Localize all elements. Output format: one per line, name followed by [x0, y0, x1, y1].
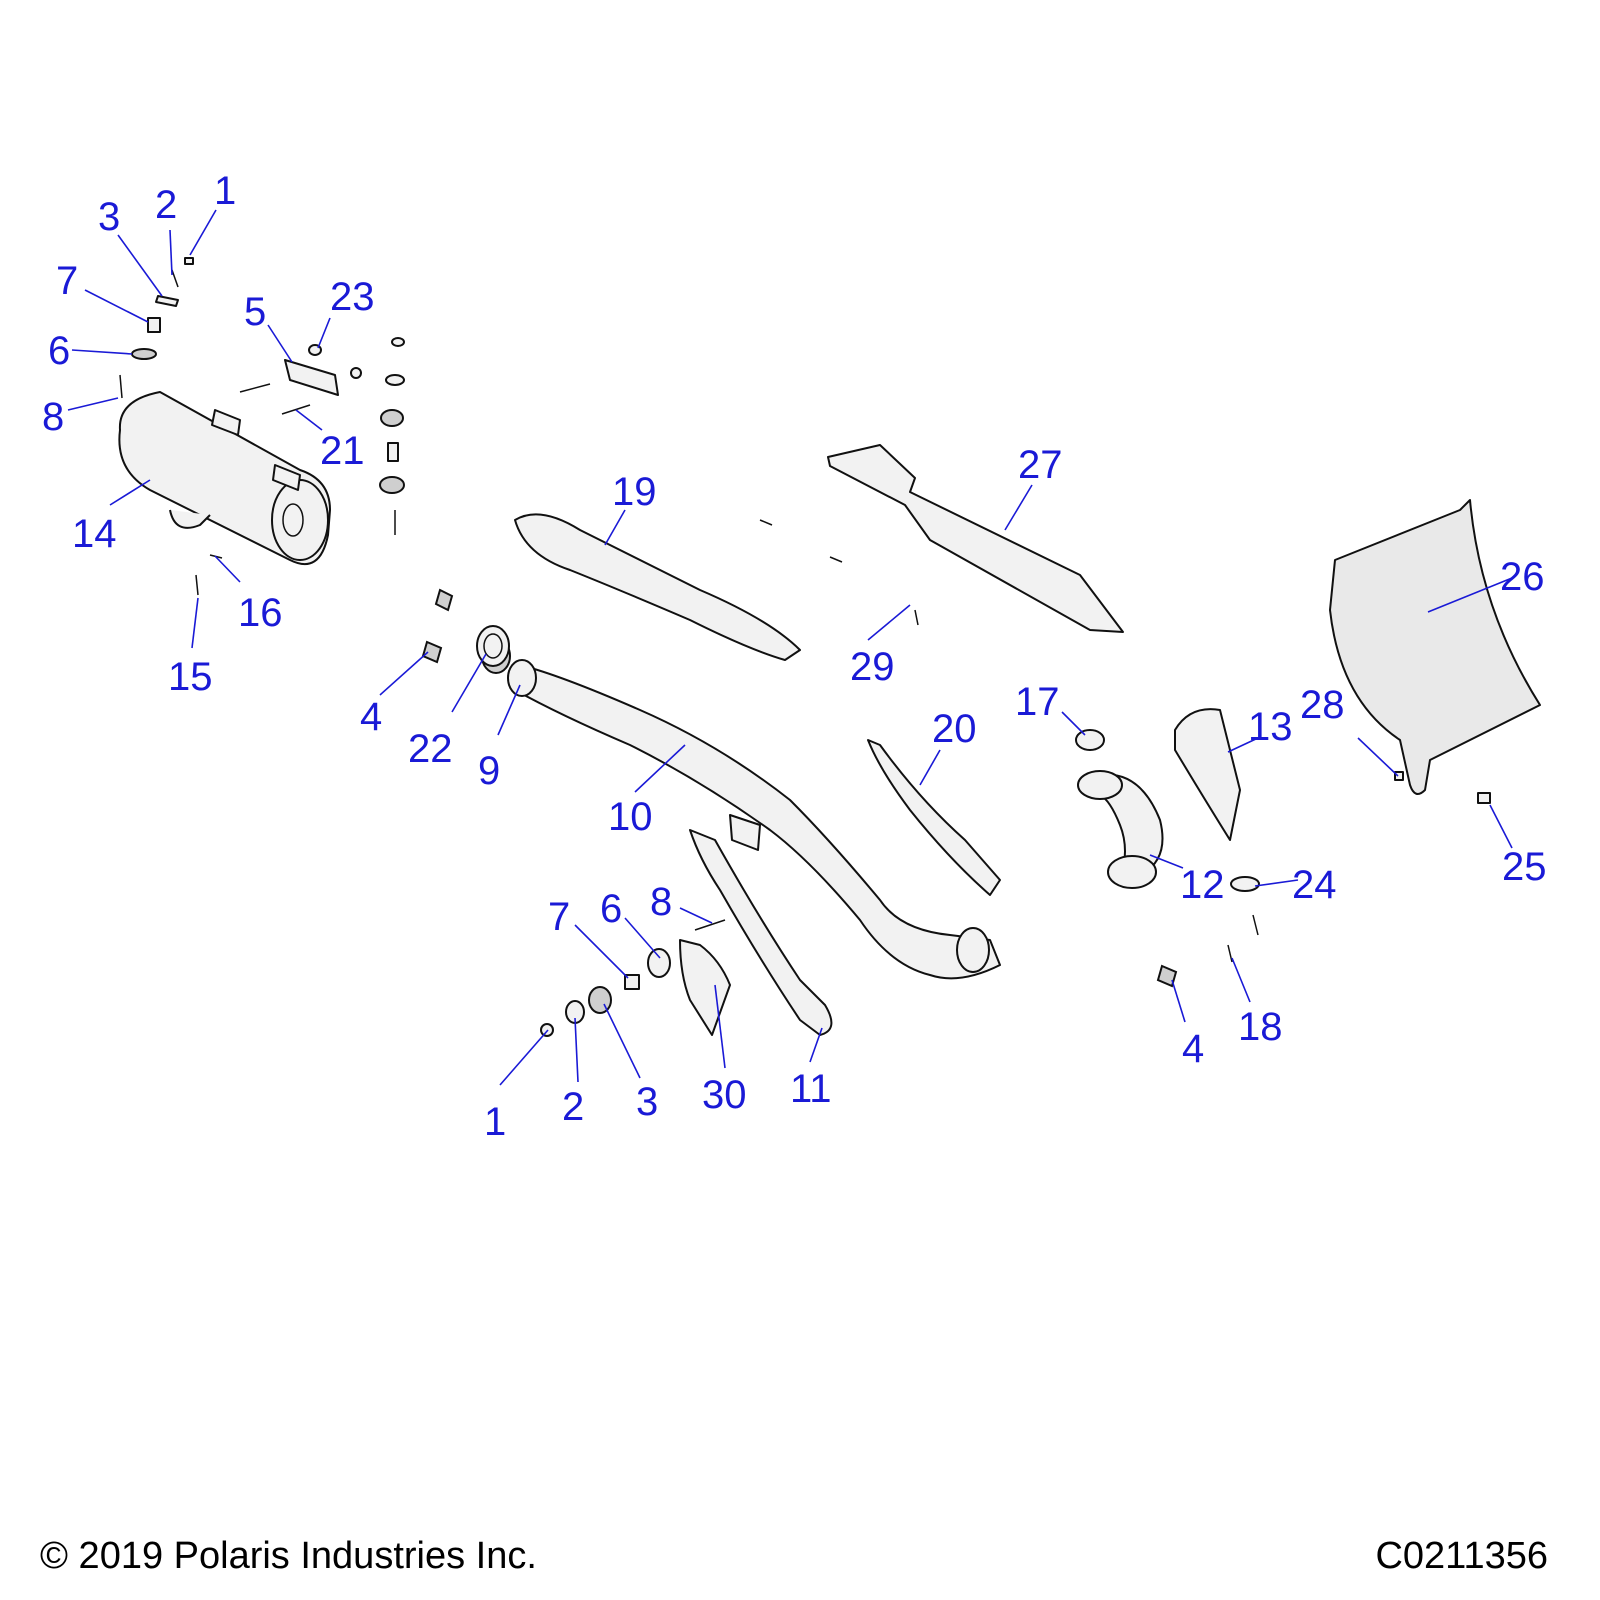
drawing-number: C0211356	[1375, 1535, 1548, 1577]
pipe-heat-shields	[514, 444, 1541, 896]
callout-9: 9	[478, 749, 500, 793]
callout-1-bottom: 1	[484, 1100, 506, 1144]
callout-labels: 1 2 3 7 6 8 5 23 21 14 16 15 19 27 26 29…	[42, 169, 1547, 1144]
callout-13: 13	[1248, 705, 1293, 749]
callout-2-top: 2	[155, 183, 177, 227]
callout-24: 24	[1292, 863, 1337, 907]
callout-22: 22	[408, 727, 453, 771]
callout-15: 15	[168, 655, 213, 699]
exhaust-pipes	[421, 519, 1491, 1036]
callout-25: 25	[1502, 845, 1547, 889]
callout-17: 17	[1015, 680, 1060, 724]
callout-4-left: 4	[360, 695, 382, 739]
callout-4-right: 4	[1182, 1027, 1204, 1071]
callout-16: 16	[238, 591, 283, 635]
callout-18: 18	[1238, 1005, 1283, 1049]
callout-20: 20	[932, 707, 977, 751]
callout-27: 27	[1018, 443, 1063, 487]
callout-23: 23	[330, 275, 375, 319]
callout-12: 12	[1180, 863, 1225, 907]
callout-7-top: 7	[56, 259, 78, 303]
callout-26: 26	[1500, 555, 1545, 599]
callout-6-bottom: 6	[600, 887, 622, 931]
muffler-assembly	[118, 257, 405, 596]
callout-7-bottom: 7	[548, 895, 570, 939]
callout-29: 29	[850, 645, 895, 689]
callout-21: 21	[320, 429, 365, 473]
callout-2-bottom: 2	[562, 1085, 584, 1129]
callout-10: 10	[608, 795, 653, 839]
callout-11: 11	[790, 1067, 832, 1111]
leader-lines	[67, 209, 1513, 1086]
callout-28: 28	[1300, 683, 1345, 727]
callout-14: 14	[72, 512, 117, 556]
callout-5: 5	[244, 290, 266, 334]
callout-3-bottom: 3	[636, 1080, 658, 1124]
copyright-notice: © 2019 Polaris Industries Inc.	[40, 1535, 537, 1577]
callout-30: 30	[702, 1073, 747, 1117]
callout-19: 19	[612, 470, 657, 514]
callout-1-top: 1	[214, 169, 236, 213]
callout-8-top: 8	[42, 395, 64, 439]
callout-6-top: 6	[48, 329, 70, 373]
callout-8-bottom: 8	[650, 880, 672, 924]
callout-3-top: 3	[98, 195, 120, 239]
